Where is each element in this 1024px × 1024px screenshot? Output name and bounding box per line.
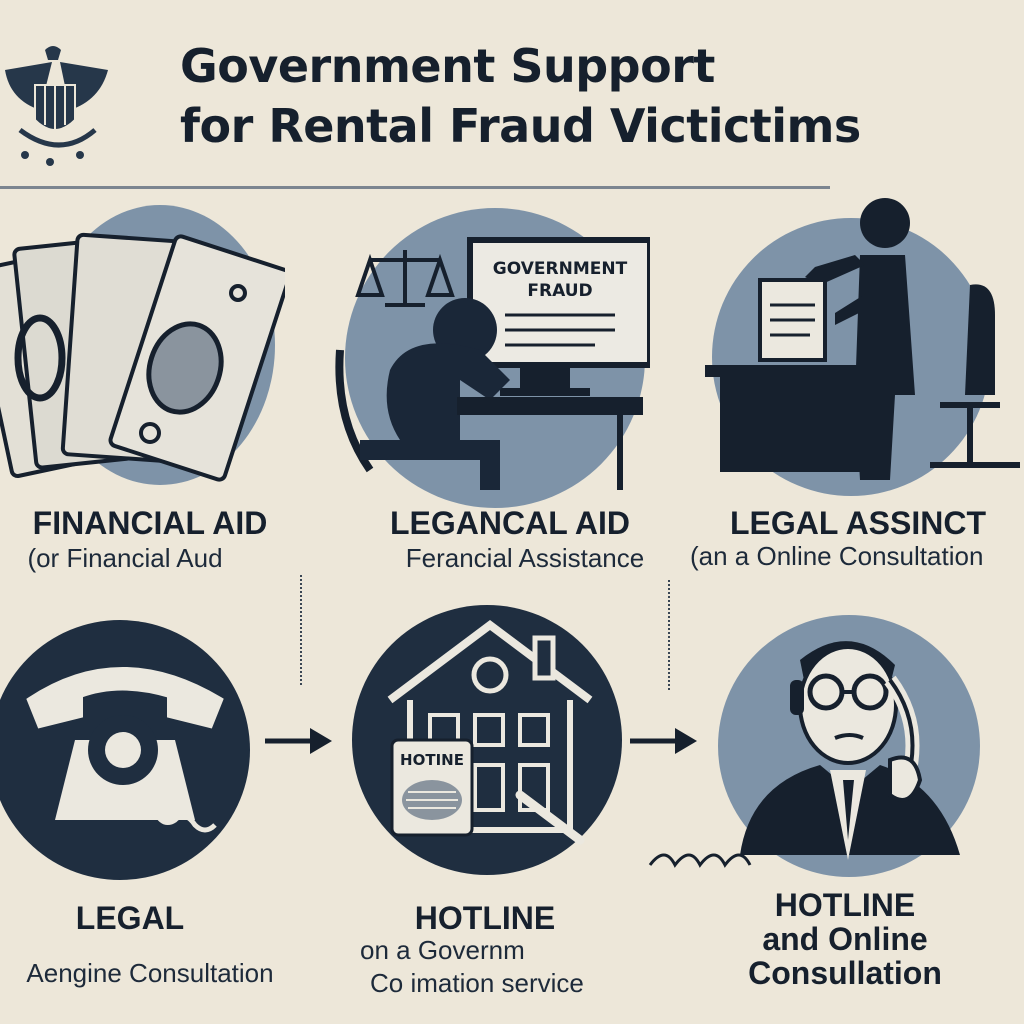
panel-5-title: HOTLINE [414, 900, 556, 936]
house-icon: HOTINE [370, 620, 610, 860]
hotline-sign-text: HOTINE [400, 751, 464, 769]
document-signing-icon [700, 195, 1024, 495]
panel-1-title: FINANCIAL AID [32, 505, 268, 541]
telephone-icon [15, 650, 235, 850]
dotted-connector-1 [300, 575, 304, 685]
title-line-1: Government Support [180, 39, 715, 93]
arrow-right-icon [265, 728, 335, 754]
dotted-connector-2 [668, 580, 672, 690]
panel-3-subtitle: (an a Online Consultation [690, 541, 984, 571]
screen-line-1: GOVERNMENT [493, 259, 628, 279]
panel-6-title-line-2: and Online [762, 921, 928, 957]
panel-5-subtitle-1: on a Governm [360, 935, 525, 965]
panel-5-subtitle-2: Co imation service [370, 968, 584, 998]
page-title: Government Support for Rental Fraud Vict… [180, 36, 1000, 156]
panel-6-title-line-1: HOTLINE [774, 887, 916, 923]
title-divider [0, 186, 830, 189]
panel-4-subtitle: Aengine Consultation [26, 958, 274, 988]
panel-2-title: LEGANCAL AID [390, 505, 630, 541]
worried-person-icon: GOVERNMENT FRAUD [330, 230, 650, 500]
scales-icon [355, 250, 455, 307]
panel-3-title: LEGAL ASSINCT [730, 505, 987, 541]
eagle-seal-icon [0, 40, 120, 170]
arrow-right-icon [630, 728, 700, 754]
panel-4-title: LEGAL [75, 900, 185, 936]
panel-2-subtitle: Ferancial Assistance [405, 543, 645, 573]
screen-line-2: FRAUD [527, 281, 592, 301]
panel-6-title-line-3: Consullation [748, 955, 942, 991]
panel-1-subtitle: (or Financial Aud [27, 543, 223, 573]
call-center-agent-icon [640, 620, 970, 875]
money-bills-icon [0, 228, 285, 498]
title-line-2: for Rental Fraud Victictims [180, 99, 861, 153]
panel-6-title: HOTLINE and Online Consullation [700, 888, 990, 990]
